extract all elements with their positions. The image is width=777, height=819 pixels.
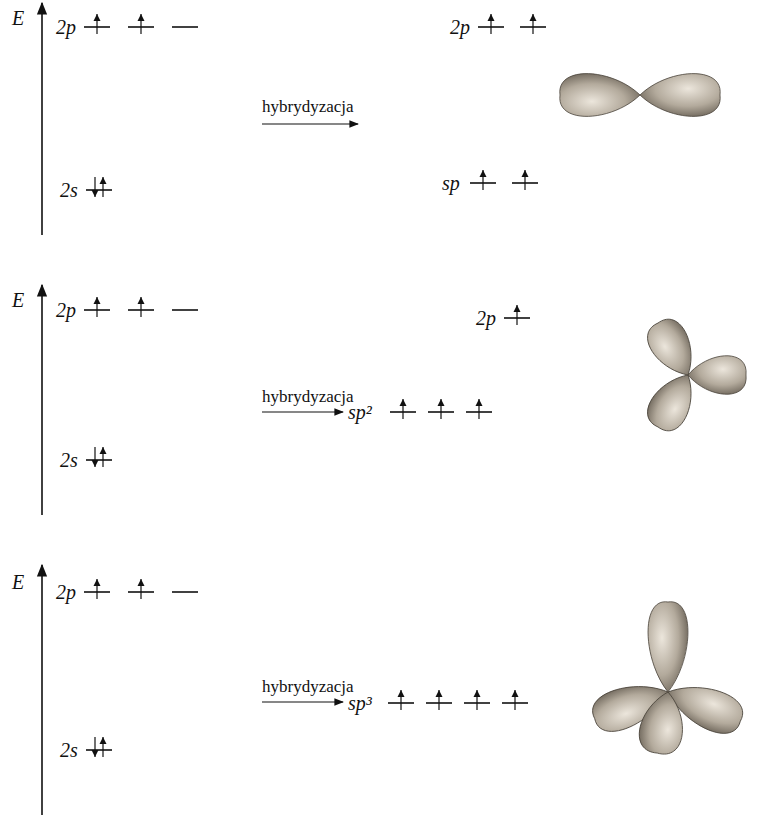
electron-arrowhead	[94, 14, 101, 21]
orbital-label: sp	[442, 173, 460, 193]
electron-arrowhead	[474, 690, 481, 697]
electron-arrowhead	[100, 447, 107, 454]
orbital-lobe	[641, 313, 704, 384]
electron-arrowhead	[398, 690, 405, 697]
diagram-strokes	[42, 3, 546, 815]
electron-arrowhead	[476, 399, 483, 406]
orbital-level	[172, 26, 198, 28]
orbital-label: 2p	[56, 300, 76, 320]
orbital-lobe	[641, 365, 704, 436]
energy-axis	[41, 285, 43, 515]
orbital-label: 2s	[60, 180, 78, 200]
orbital-label: 2p	[450, 17, 470, 37]
energy-axis-label: E	[12, 290, 24, 310]
electron-arrowhead	[94, 579, 101, 586]
electron-arrowhead	[92, 460, 99, 467]
reaction-arrow	[262, 411, 343, 412]
electron-arrowhead	[522, 170, 529, 177]
orbital-label: 2p	[476, 308, 496, 328]
orbital-lobe	[636, 688, 689, 757]
electron-arrowhead	[400, 399, 407, 406]
electron-arrowhead	[488, 14, 495, 21]
orbital-level	[86, 459, 112, 461]
electron-arrowhead	[514, 305, 521, 312]
reaction-arrow	[262, 123, 358, 124]
electron-arrowhead	[512, 690, 519, 697]
orbital-label: 2p	[56, 17, 76, 37]
electron-arrowhead	[138, 14, 145, 21]
electron-arrowhead	[138, 297, 145, 304]
orbital-lobe	[560, 74, 640, 117]
electron-arrowhead	[438, 399, 445, 406]
process-label: hybrydyzacja	[262, 98, 354, 115]
electron-arrowhead	[92, 190, 99, 197]
electron-arrowhead	[92, 750, 99, 757]
orbital-level	[86, 749, 112, 751]
electron-arrowhead	[138, 579, 145, 586]
process-label: hybrydyzacja	[262, 388, 354, 405]
orbital-label: 2s	[60, 450, 78, 470]
energy-axis	[41, 3, 43, 235]
orbital-label: sp³	[348, 693, 372, 713]
orbital-label: 2s	[60, 740, 78, 760]
energy-axis-label: E	[12, 572, 24, 592]
orbital-label: sp²	[348, 402, 372, 422]
energy-axis	[41, 565, 43, 815]
orbital-level	[172, 591, 198, 593]
process-label: hybrydyzacja	[262, 678, 354, 695]
electron-arrowhead	[480, 170, 487, 177]
energy-axis-label: E	[12, 8, 24, 28]
orbital-level	[172, 309, 198, 311]
orbital-lobe	[688, 356, 746, 395]
orbital-lobe	[648, 602, 688, 692]
electron-arrowhead	[100, 737, 107, 744]
electron-arrowhead	[100, 177, 107, 184]
electron-arrowhead	[94, 297, 101, 304]
orbital-level	[86, 189, 112, 191]
orbital-label: 2p	[56, 582, 76, 602]
orbital-lobe	[640, 74, 720, 117]
electron-arrowhead	[436, 690, 443, 697]
electron-arrowhead	[530, 14, 537, 21]
reaction-arrow	[262, 701, 343, 702]
